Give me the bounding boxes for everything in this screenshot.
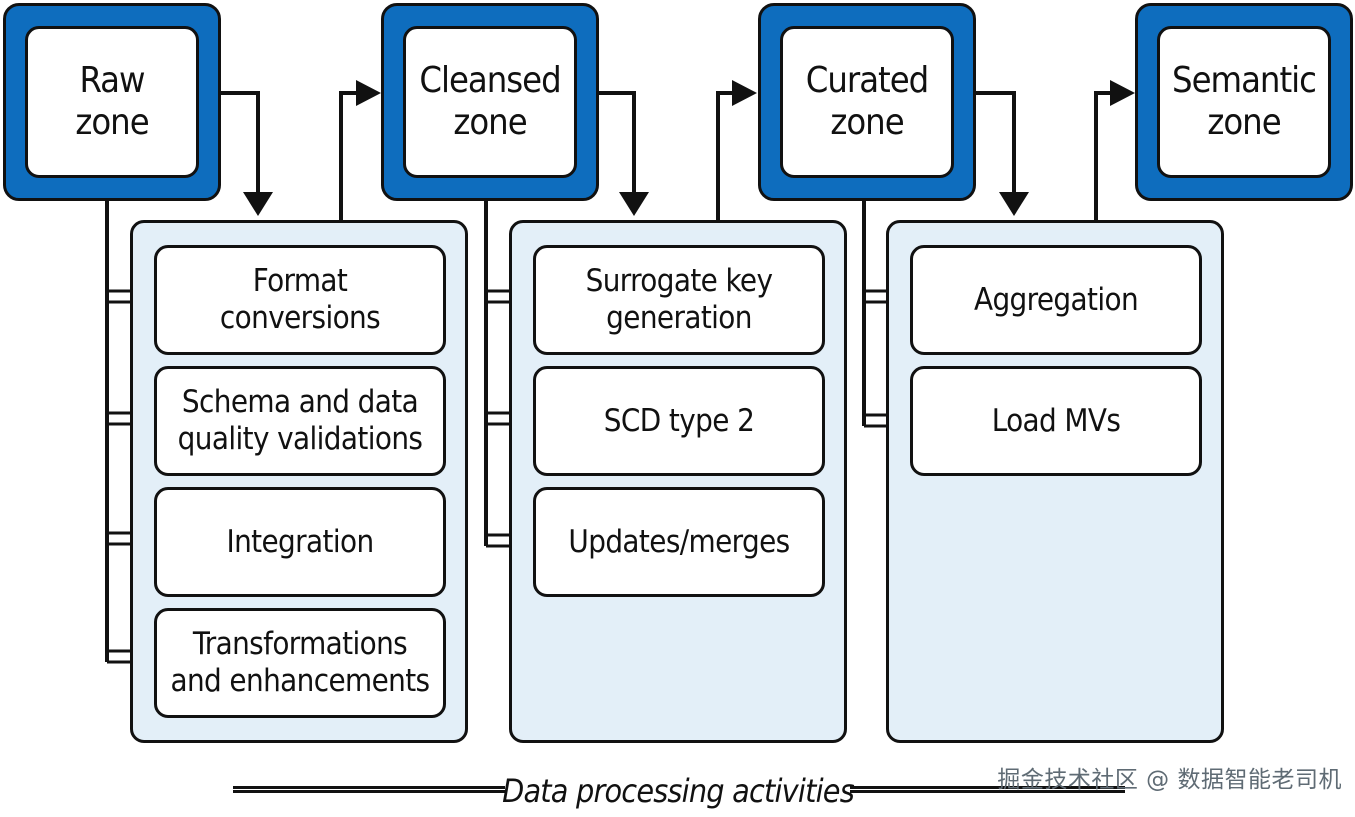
activity-transformations: Transformations and enhancements [154, 608, 446, 718]
zone-curated-label: Curated zone [780, 26, 954, 178]
activity-panel-cleansed: Surrogate key generation SCD type 2 Upda… [509, 220, 847, 743]
activity-surrogate-key: Surrogate key generation [533, 245, 825, 355]
activity-scd-type-2: SCD type 2 [533, 366, 825, 476]
arrowhead-down-2 [619, 192, 649, 216]
arrow-panel2-to-curated [716, 91, 734, 220]
arrow-raw-to-panel1 [220, 91, 260, 195]
zone-raw: Raw zone [3, 3, 221, 201]
arrowhead-right-1 [356, 80, 381, 106]
zone-semantic-label: Semantic zone [1157, 26, 1331, 178]
activity-integration: Integration [154, 487, 446, 597]
arrowhead-down-1 [243, 192, 273, 216]
footer-rule-right [850, 786, 1125, 793]
arrowhead-right-2 [732, 80, 757, 106]
zone-semantic: Semantic zone [1135, 3, 1353, 201]
arrow-panel1-to-cleansed [339, 91, 358, 220]
activity-load-mvs: Load MVs [910, 366, 1202, 476]
activity-updates-merges: Updates/merges [533, 487, 825, 597]
activity-format-conversions: Format conversions [154, 245, 446, 355]
footer-label: Data processing activities [502, 772, 855, 810]
zone-cleansed-label: Cleansed zone [403, 26, 577, 178]
activity-panel-raw: Format conversions Schema and data quali… [130, 220, 468, 743]
activity-schema-validations: Schema and data quality validations [154, 366, 446, 476]
zone-raw-label: Raw zone [25, 26, 199, 178]
watermark: 掘金技术社区 @ 数据智能老司机 [997, 767, 1342, 793]
arrow-curated-to-panel3 [976, 91, 1016, 195]
arrow-panel3-to-semantic [1094, 91, 1112, 220]
activity-aggregation: Aggregation [910, 245, 1202, 355]
arrow-cleansed-to-panel2 [598, 91, 636, 195]
zone-cleansed: Cleansed zone [381, 3, 599, 201]
arrowhead-down-3 [999, 192, 1029, 216]
arrowhead-right-3 [1110, 80, 1135, 106]
zone-curated: Curated zone [758, 3, 976, 201]
footer-rule-left [233, 786, 505, 793]
activity-panel-curated: Aggregation Load MVs [886, 220, 1224, 743]
